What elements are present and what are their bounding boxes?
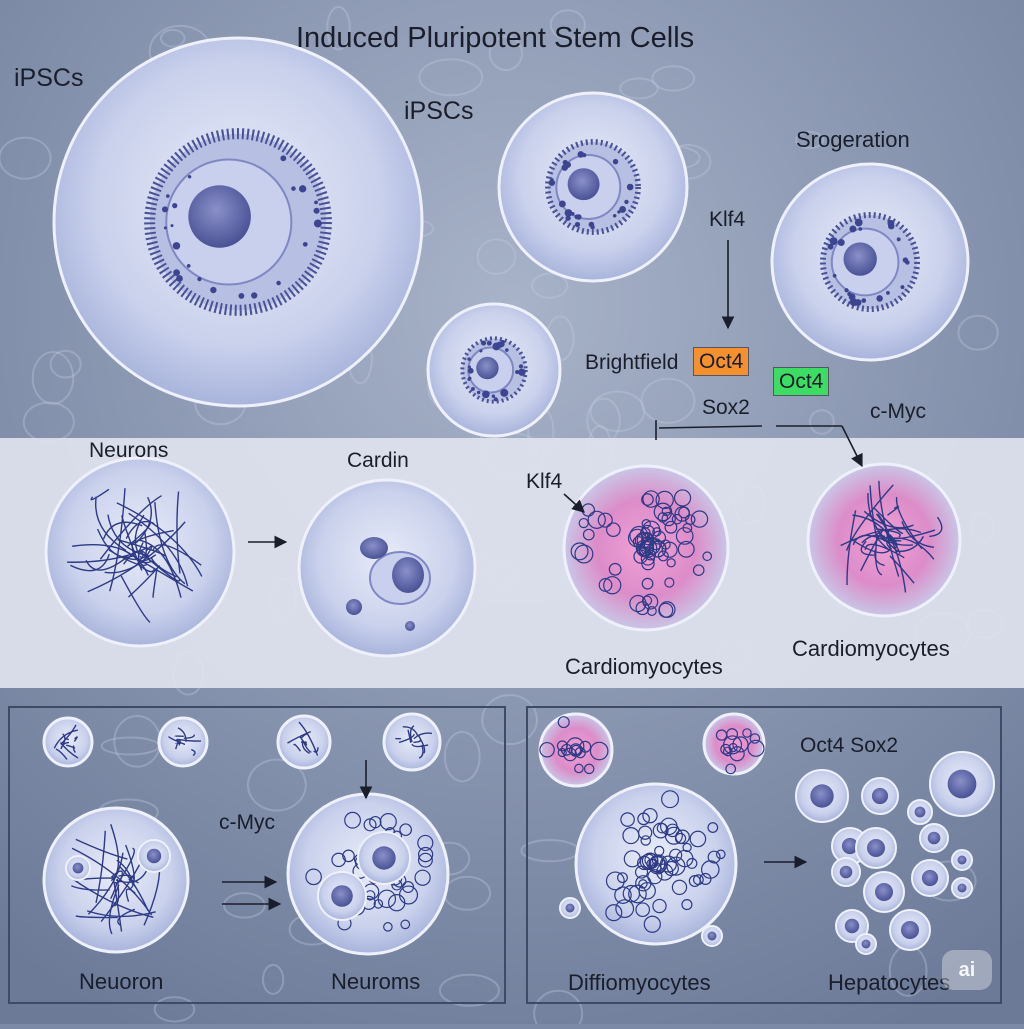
hepatocyte-cell-10 (911, 859, 949, 897)
neuroms-nucleus-2 (317, 871, 367, 921)
label-ipscs-mid: iPSCs (404, 97, 474, 125)
hepatocyte-cell-9 (831, 857, 861, 887)
neuron-branch-nucleus-2 (65, 855, 91, 881)
hepatocyte-cell-8 (951, 849, 973, 871)
label-cardin: Cardin (347, 449, 409, 472)
connector-top (658, 425, 763, 429)
neuron-small-2 (157, 716, 209, 768)
label-cardiomyocytes-1: Cardiomyocytes (565, 654, 723, 679)
label-neuoron: Neuoron (79, 969, 164, 994)
cardin-cell (297, 478, 477, 658)
arrow-to-cardio-right (841, 425, 863, 468)
label-neuroms: Neuroms (331, 969, 421, 994)
hepatocyte-cell-11 (863, 871, 905, 913)
ipsc-cell-large (52, 36, 424, 408)
neuron-cell (44, 456, 236, 648)
label-sox2: Sox2 (702, 396, 750, 419)
neuron-branch-nucleus-1 (137, 839, 171, 873)
neuroms-nucleus-1 (357, 831, 411, 885)
tag-oct4-orange: Oct4 (693, 347, 750, 376)
hepatocyte-cell-17 (701, 925, 723, 947)
label-klf4-mid: Klf4 (526, 470, 563, 493)
hepatocyte-cell-4 (929, 751, 995, 817)
ipsc-cell-right (770, 162, 970, 362)
diffiomyocyte-cell (574, 782, 738, 946)
label-brightfield: Brightfield (585, 351, 679, 374)
neuron-small-3 (276, 714, 332, 770)
bottom-right-panel (526, 706, 1002, 1004)
ipsc-cell-mid (497, 91, 689, 283)
neuron-small-1 (42, 716, 94, 768)
neuron-small-4 (382, 712, 442, 772)
label-oct4-sox2: Oct4 Sox2 (800, 734, 899, 757)
label-cardiomyocytes-2: Cardiomyocytes (792, 636, 950, 661)
hepatocyte-cell-7 (919, 823, 949, 853)
hepatocyte-cell-15 (855, 933, 877, 955)
arrow-klf4-to-cell (563, 493, 585, 513)
bottom-left-panel (8, 706, 506, 1004)
cardiomyocyte-cell-1 (562, 464, 730, 632)
page-title: Induced Pluripotent Stem Cells (296, 22, 695, 54)
pink-cell-2 (702, 712, 766, 776)
hepatocyte-cell-12 (951, 877, 973, 899)
hepatocyte-cell-14 (889, 909, 931, 951)
hepatocyte-cell-16 (559, 897, 581, 919)
tag-oct4-green: Oct4 (773, 367, 830, 396)
label-klf4-top: Klf4 (709, 208, 746, 231)
pink-cell-1 (538, 712, 614, 788)
cardiomyocyte-cell-2 (806, 462, 962, 618)
label-neurons: Neurons (89, 439, 169, 462)
hepatocyte-cell-1 (795, 769, 849, 823)
label-ipscs-left: iPSCs (14, 64, 84, 92)
label-cmyc-panel: c-Myc (219, 811, 275, 834)
label-diffiomyocytes: Diffiomyocytes (568, 970, 711, 995)
hepatocyte-cell-13 (835, 909, 869, 943)
hepatocyte-cell-2 (861, 777, 899, 815)
label-srogeration: Srogeration (796, 127, 910, 152)
hepatocyte-cell-3 (907, 799, 933, 825)
watermark-logo: ai (942, 950, 992, 990)
hepatocyte-cell-6 (855, 827, 897, 869)
ipsc-cell-small (426, 302, 562, 438)
label-hepatocytes: Hepatocytes (828, 970, 951, 995)
label-cmyc-top: c-Myc (870, 400, 926, 423)
